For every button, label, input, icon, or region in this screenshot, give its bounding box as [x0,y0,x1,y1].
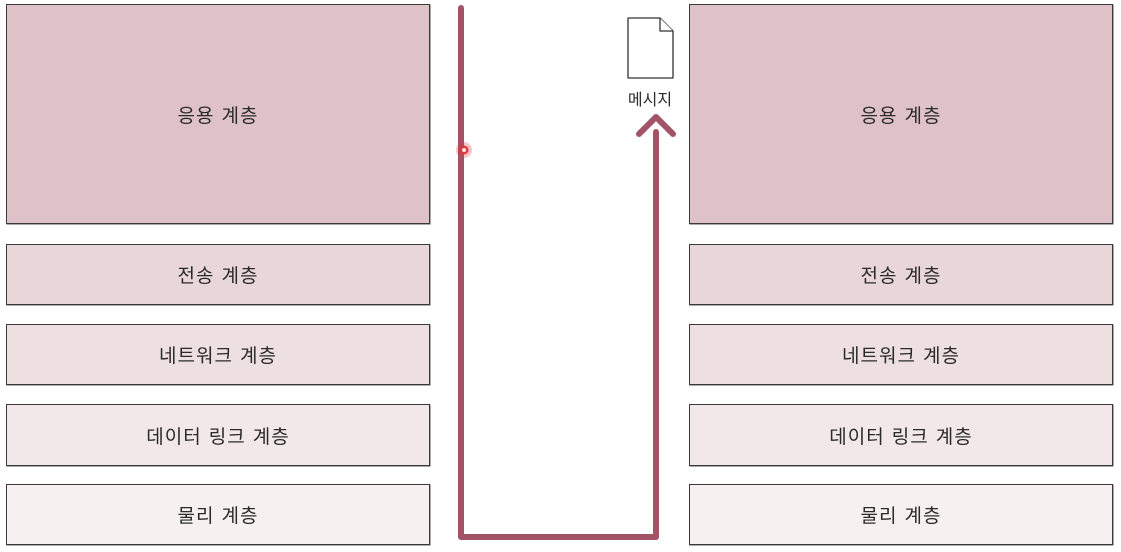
layer-label: 데이터 링크 계층 [829,425,973,448]
layer-label: 전송 계층 [177,265,259,287]
layer-label: 전송 계층 [860,265,942,287]
left-transport-layer: 전송 계층 [6,244,430,305]
layer-label: 응용 계층 [860,104,942,127]
right-network-layer: 네트워크 계층 [689,324,1113,385]
right-application-layer: 응용 계층 [689,4,1113,224]
left-network-layer: 네트워크 계층 [6,324,430,385]
layer-label: 응용 계층 [177,104,259,127]
document-icon [627,17,674,79]
layer-label: 데이터 링크 계층 [146,425,290,448]
layer-label: 물리 계층 [860,505,942,527]
right-protocol-stack: 응용 계층 전송 계층 네트워크 계층 데이터 링크 계층 물리 계층 [689,0,1115,552]
right-physical-layer: 물리 계층 [689,484,1113,545]
cursor-indicator-icon [456,142,472,158]
right-data-link-layer: 데이터 링크 계층 [689,404,1113,466]
layer-label: 네트워크 계층 [159,345,277,367]
message-label: 메시지 [627,90,673,109]
flow-arrowhead-icon [636,114,676,137]
left-physical-layer: 물리 계층 [6,484,430,545]
left-data-link-layer: 데이터 링크 계층 [6,404,430,466]
left-protocol-stack: 응용 계층 전송 계층 네트워크 계층 데이터 링크 계층 물리 계층 [6,0,432,552]
layer-label: 네트워크 계층 [842,345,960,367]
left-application-layer: 응용 계층 [6,4,430,224]
layer-label: 물리 계층 [177,505,259,527]
right-transport-layer: 전송 계층 [689,244,1113,305]
